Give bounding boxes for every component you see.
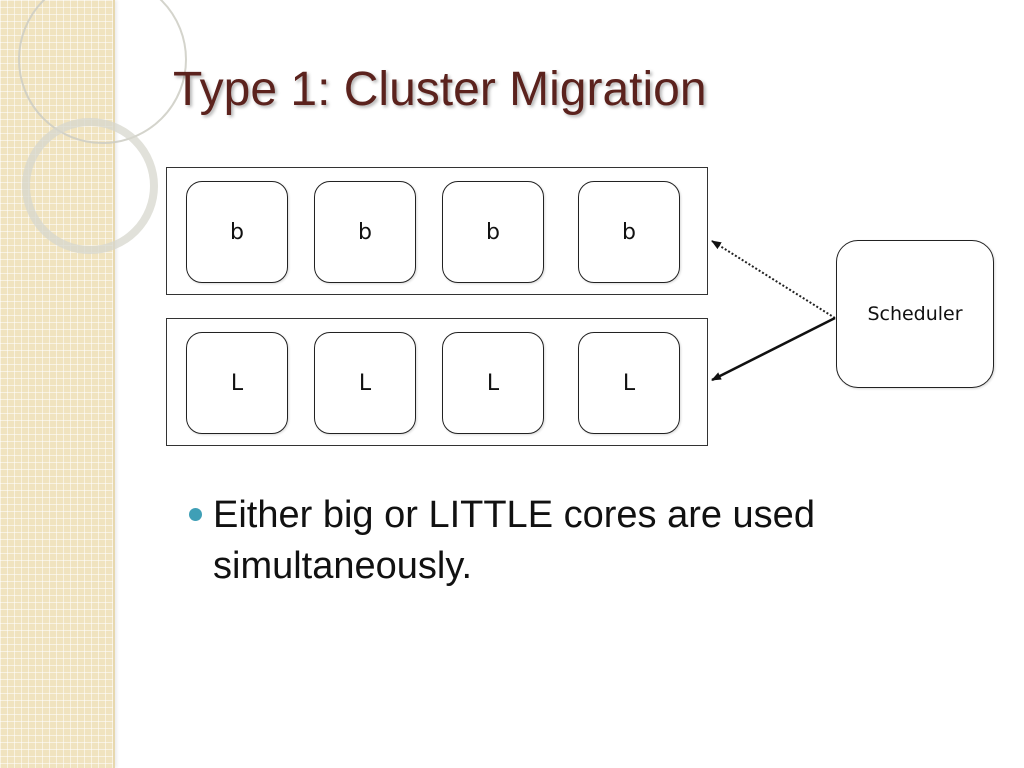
bullet-dot-icon (189, 508, 202, 521)
big-cluster-box: b b b b (166, 167, 708, 295)
little-core: L (314, 332, 416, 434)
scheduler-label: Scheduler (867, 303, 963, 325)
scheduler-box: Scheduler (836, 240, 994, 388)
bullet-item: Either big or LITTLE cores are used simu… (189, 490, 909, 592)
little-core: L (186, 332, 288, 434)
big-core: b (314, 181, 416, 283)
big-core: b (186, 181, 288, 283)
solid-arrow-to-little (711, 316, 836, 382)
decorative-ring (22, 118, 158, 254)
big-core: b (578, 181, 680, 283)
little-cluster-box: L L L L (166, 318, 708, 446)
little-core: L (578, 332, 680, 434)
big-core: b (442, 181, 544, 283)
little-core: L (442, 332, 544, 434)
bullet-list: Either big or LITTLE cores are used simu… (189, 490, 909, 592)
dotted-arrow-to-big (711, 240, 836, 319)
slide-title: Type 1: Cluster Migration (173, 63, 707, 116)
bullet-text: Either big or LITTLE cores are used simu… (213, 494, 815, 587)
